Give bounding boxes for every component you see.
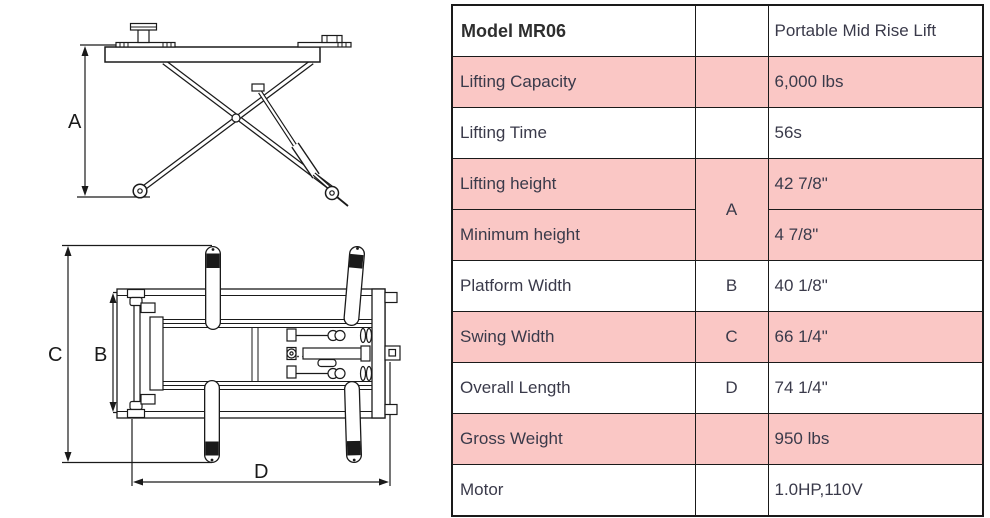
dim-label-a: A	[68, 111, 82, 133]
spec-dim-cell	[695, 414, 768, 465]
spec-value-cell: 950 lbs	[768, 414, 983, 465]
table-row-gross-weight: Gross Weight 950 lbs	[452, 414, 983, 465]
right-end-plate	[372, 289, 400, 418]
spec-label-cell: Overall Length	[452, 363, 695, 414]
pivot-joint	[232, 114, 240, 122]
spec-value-cell: 1.0HP,110V	[768, 465, 983, 517]
dimension-a: A	[68, 45, 150, 197]
platform-side	[105, 47, 320, 62]
lift-diagram-svg: A	[0, 0, 450, 513]
table-row-lifting-capacity: Lifting Capacity 6,000 lbs	[452, 57, 983, 108]
spec-dim-cell	[695, 465, 768, 517]
spec-dim-cell	[695, 5, 768, 57]
table-row-model: Model MR06 Portable Mid Rise Lift	[452, 5, 983, 57]
right-roller	[326, 187, 349, 207]
spec-value-cell: 74 1/4"	[768, 363, 983, 414]
spec-label-cell: Model MR06	[452, 5, 695, 57]
spec-value-cell: Portable Mid Rise Lift	[768, 5, 983, 57]
table-row-platform-width: Platform Width B 40 1/8"	[452, 261, 983, 312]
dim-label-c: C	[48, 344, 62, 366]
spec-dim-cell-a: A	[695, 159, 768, 261]
left-wheel	[133, 184, 147, 198]
table-row-lifting-time: Lifting Time 56s	[452, 108, 983, 159]
spec-dim-cell	[695, 57, 768, 108]
side-view-diagram: A	[68, 24, 351, 207]
spec-value-cell: 4 7/8"	[768, 210, 983, 261]
spec-value-cell: 40 1/8"	[768, 261, 983, 312]
spec-label-cell: Motor	[452, 465, 695, 517]
spec-value-cell: 6,000 lbs	[768, 57, 983, 108]
scissor-arms	[141, 62, 331, 190]
spec-label-cell: Swing Width	[452, 312, 695, 363]
spec-dim-cell-c: C	[695, 312, 768, 363]
dim-label-b: B	[94, 344, 107, 366]
spec-table: Model MR06 Portable Mid Rise Lift Liftin…	[451, 4, 984, 517]
spec-value-cell: 56s	[768, 108, 983, 159]
spec-dim-cell	[695, 108, 768, 159]
lift-technical-drawings: A	[0, 0, 450, 513]
spec-value-cell: 42 7/8"	[768, 159, 983, 210]
spec-dim-cell-d: D	[695, 363, 768, 414]
dim-label-d: D	[254, 461, 268, 483]
spec-label-cell: Lifting Capacity	[452, 57, 695, 108]
table-row-motor: Motor 1.0HP,110V	[452, 465, 983, 517]
spec-label-cell: Lifting height	[452, 159, 695, 210]
spec-dim-cell-b: B	[695, 261, 768, 312]
spec-value-cell: 66 1/4"	[768, 312, 983, 363]
spec-label-cell: Minimum height	[452, 210, 695, 261]
top-view-diagram: C B D	[48, 246, 400, 487]
table-row-lifting-height: Lifting height A 42 7/8"	[452, 159, 983, 210]
table-row-swing-width: Swing Width C 66 1/4"	[452, 312, 983, 363]
spec-label-cell: Lifting Time	[452, 108, 695, 159]
right-lift-pad	[298, 36, 351, 48]
table-row-overall-length: Overall Length D 74 1/4"	[452, 363, 983, 414]
spec-label-cell: Platform Width	[452, 261, 695, 312]
left-lift-pad	[116, 24, 175, 48]
spec-label-cell: Gross Weight	[452, 414, 695, 465]
